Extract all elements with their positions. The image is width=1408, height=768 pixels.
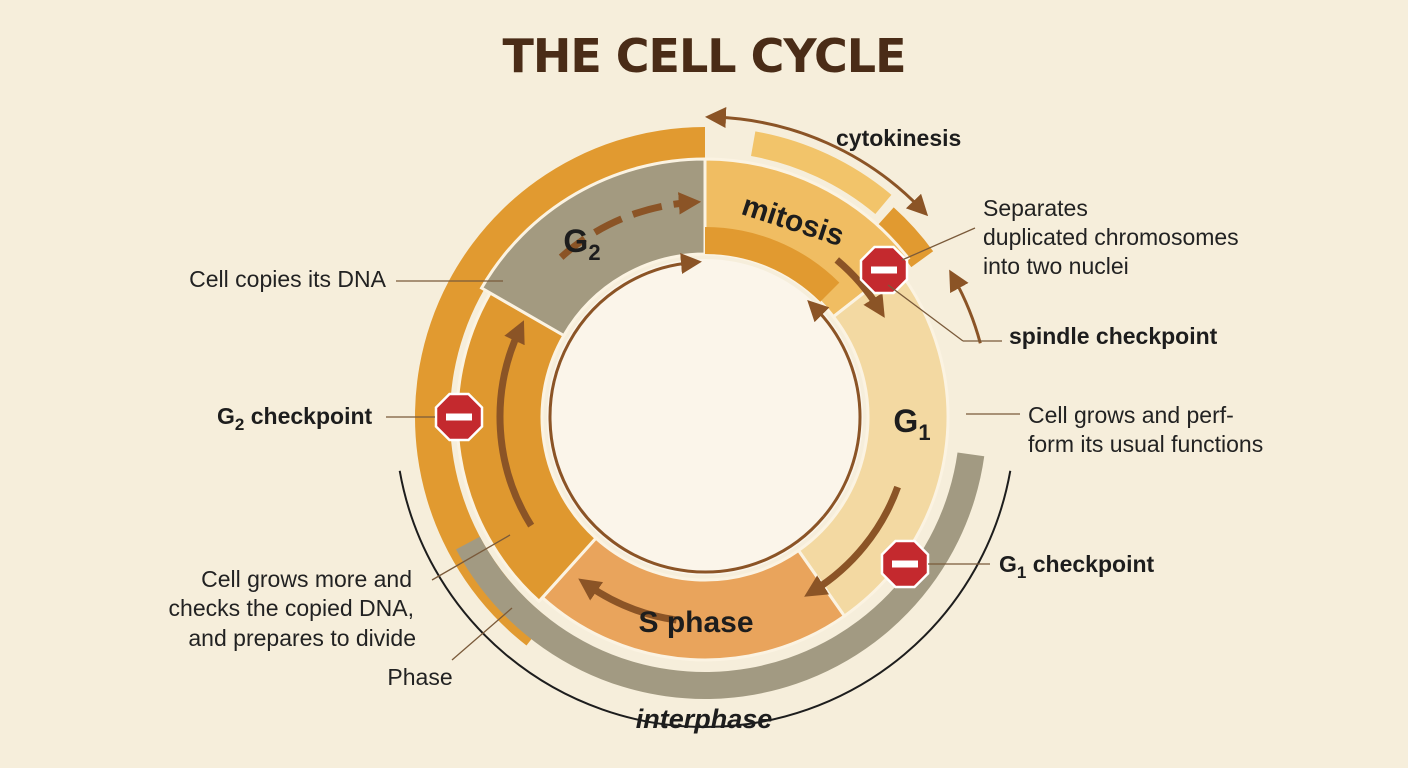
g2-sector (479, 157, 707, 338)
stop-sign-icon (434, 392, 484, 442)
g1-desc-line-2: form its usual functions (1028, 431, 1263, 457)
s-phase-label: S phase (638, 606, 753, 639)
g1-desc-line-1: Cell grows and perf- (1028, 402, 1234, 428)
mitosis-desc-line-2: duplicated chromosomes (983, 224, 1239, 250)
interphase-bracket (398, 470, 1012, 728)
mitosis-desc-line-3: into two nuclei (983, 253, 1129, 279)
g1-label: G1 (893, 403, 930, 445)
cytokinesis-label: cytokinesis (836, 125, 961, 151)
cytokinesis-arrow (704, 107, 929, 217)
g2-desc-line-2: checks the copied DNA, (169, 595, 414, 621)
g2-desc-line-3: and prepares to divide (188, 625, 416, 651)
spindle-leader (887, 284, 964, 342)
center-disc (547, 259, 863, 575)
g1-sector (796, 265, 950, 619)
s-phase-sector (540, 536, 847, 662)
g2-desc-leader (431, 534, 511, 581)
phase-leader (451, 607, 513, 661)
curved-arrow-icon (834, 257, 885, 318)
checkpoints (434, 245, 930, 589)
stop-sign-icon (880, 539, 930, 589)
g1-checkpoint-label: G1 checkpoint (999, 551, 1155, 582)
phase-word-label: Phase (387, 664, 452, 690)
interphase-label: interphase (636, 704, 773, 734)
curved-arrow-icon (496, 320, 535, 528)
flow-arrows (496, 107, 982, 624)
s-desc-label: Cell copies its DNA (189, 266, 386, 292)
curved-arrow-icon (578, 578, 677, 624)
spindle-checkpoint-label: spindle checkpoint (1009, 323, 1218, 349)
curved-arrow-icon (558, 192, 702, 260)
g2-orange-sector (455, 290, 599, 604)
cytokinesis-return-arrow (949, 269, 982, 344)
curved-arrow-icon (804, 485, 901, 597)
leader-lines (386, 227, 1020, 661)
stop-sign-icon (859, 245, 909, 295)
g2-label: G2 (563, 223, 600, 265)
g2-s-outer-band (414, 127, 705, 646)
mitosis-desc-line-1: Separates (983, 195, 1088, 221)
mitosis-desc-leader (901, 227, 976, 261)
interphase-outer-band (456, 452, 985, 699)
mitosis-inner-band (705, 227, 840, 302)
diagram-title: THE CELL CYCLE (502, 29, 905, 83)
inner-cycle-arrow (548, 253, 825, 574)
inner-cycle-arrow-right (807, 299, 862, 518)
g2-desc-line-1: Cell grows more and (201, 566, 412, 592)
g2-checkpoint-label: G2 checkpoint (217, 403, 373, 434)
phase-ring (455, 157, 950, 662)
